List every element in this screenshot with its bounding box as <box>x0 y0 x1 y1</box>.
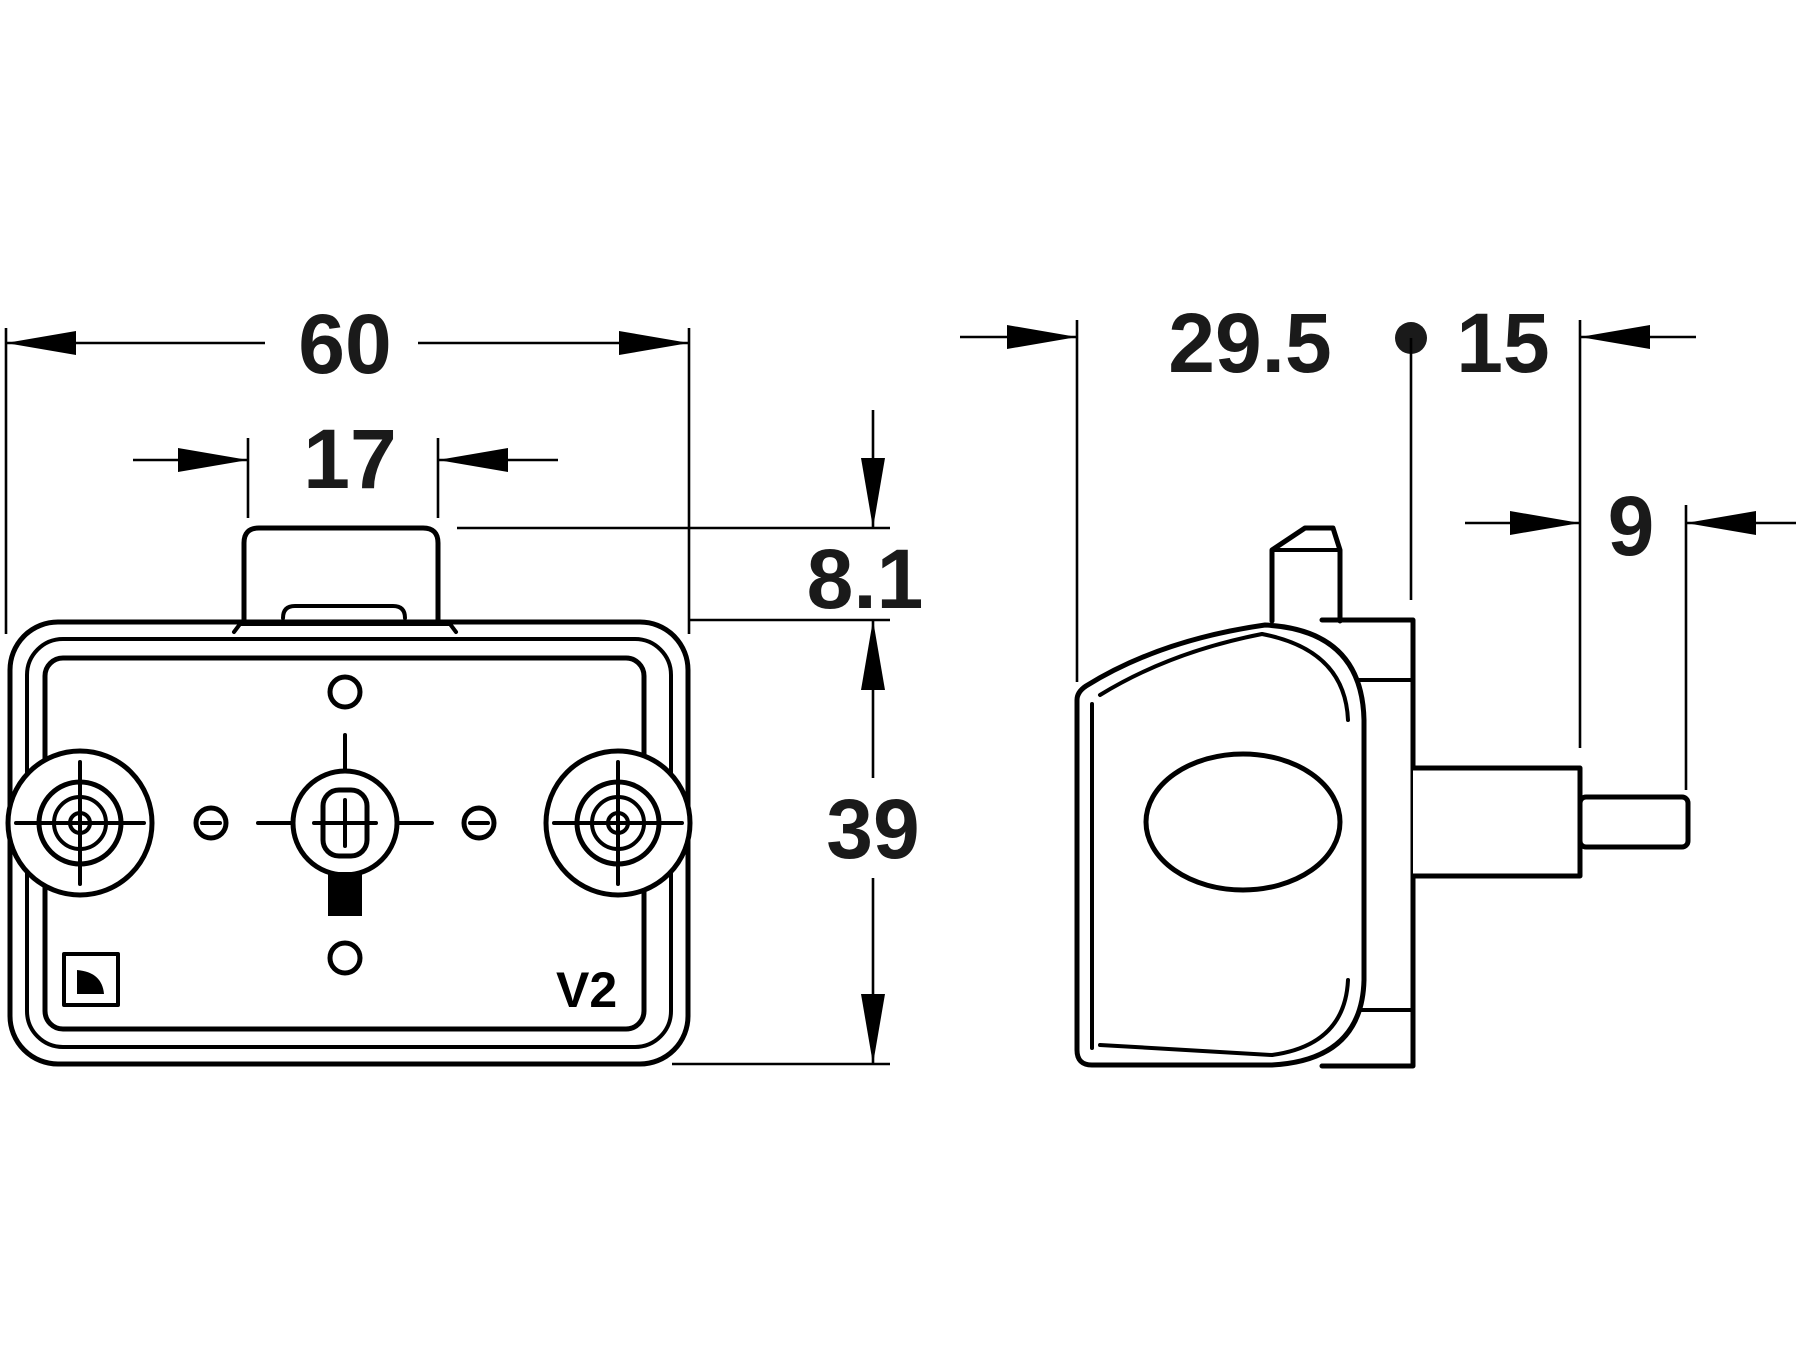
side-view <box>1074 525 1691 1069</box>
side-dimensions: 29.5 15 9 <box>960 296 1796 790</box>
right-minus-mark <box>461 805 497 841</box>
top-hole <box>327 674 363 710</box>
body-marking: V2 <box>556 962 617 1018</box>
dim-body-height: 39 <box>826 782 919 876</box>
logo-icon <box>62 952 120 1007</box>
front-latch <box>241 525 441 625</box>
left-minus-mark <box>193 805 229 841</box>
dim-side-depth: 29.5 <box>1168 296 1332 390</box>
dim-bolt-length: 15 <box>1456 296 1549 390</box>
bottom-hole <box>327 940 363 976</box>
side-oval <box>1143 751 1343 893</box>
front-latch-base <box>232 622 458 634</box>
front-latch-slot <box>281 604 407 620</box>
dim-tip-length: 9 <box>1608 479 1655 573</box>
dim-latch-height: 8.1 <box>807 532 924 626</box>
side-latch-tab <box>1269 525 1343 624</box>
dim-latch-width: 17 <box>303 412 396 506</box>
side-housing <box>1074 622 1367 1068</box>
dim-overall-width: 60 <box>298 297 391 391</box>
side-bolt <box>1410 765 1583 879</box>
front-view: V2 <box>5 525 693 1067</box>
side-bolt-tip <box>1577 794 1691 850</box>
cylinder-slot <box>328 872 362 916</box>
front-dimensions: 60 17 8.1 39 <box>4 297 924 1066</box>
